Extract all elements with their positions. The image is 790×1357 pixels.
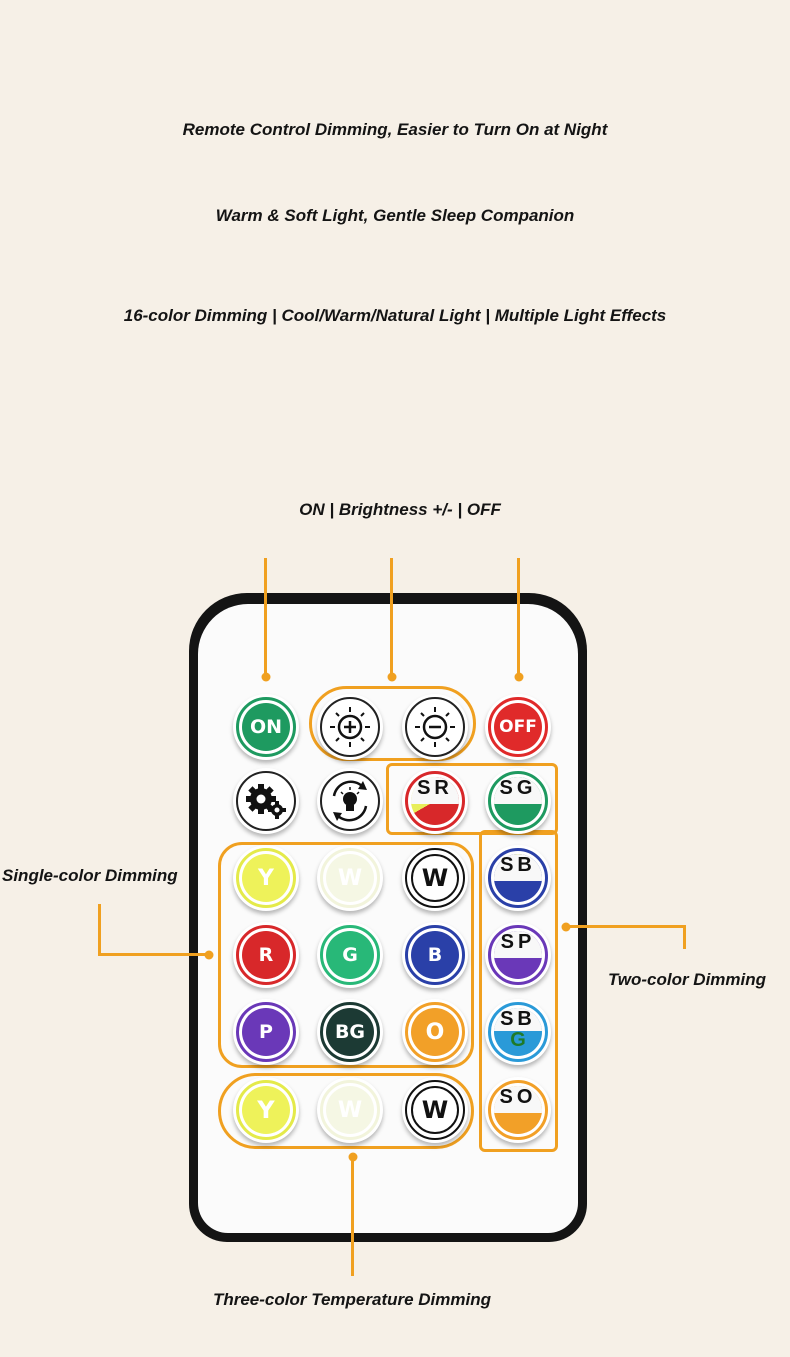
red-label: R (258, 944, 274, 966)
two-color-sp-label: SP (500, 931, 536, 953)
two-color-sbg-label: SB (500, 1008, 536, 1030)
mode-cycle-button[interactable] (317, 768, 383, 834)
headline-3: 16-color Dimming | Cool/Warm/Natural Lig… (123, 306, 667, 325)
two-color-top-outline (386, 763, 558, 835)
two-color-sr-button[interactable]: SR (402, 768, 468, 834)
callout-line-two-v (683, 925, 686, 949)
callout-dot-brightness (387, 672, 396, 682)
callout-on-brightness-off: ON | Brightness +/- | OFF (299, 500, 501, 519)
two-color-sb-button[interactable]: SB (485, 845, 551, 911)
callout-dot-three (348, 1152, 357, 1162)
two-color-sp-button[interactable]: SP (485, 922, 551, 988)
two-color-sr-label: SR (417, 777, 453, 799)
yellow-button[interactable]: Y (233, 845, 299, 911)
two-color-so-label: SO (499, 1086, 537, 1108)
bulb-cycle-icon (332, 780, 368, 822)
blue-green-label: BG (334, 1021, 366, 1043)
settings-button[interactable] (233, 768, 299, 834)
headline-2: Warm & Soft Light, Gentle Sleep Companio… (215, 206, 575, 225)
brightness-up-button[interactable] (317, 694, 383, 760)
callout-line-single-h (98, 953, 208, 956)
brightness-group-outline (309, 686, 476, 761)
temp-white-button[interactable]: W (402, 1077, 468, 1143)
callout-line-on (264, 558, 267, 678)
single-color-outline (218, 842, 474, 1068)
on-button-label: ON (249, 716, 283, 738)
callout-dot-on (261, 672, 270, 682)
temp-warm-button[interactable]: W (317, 1077, 383, 1143)
two-color-sbg-button[interactable]: SB G (485, 999, 551, 1065)
two-color-sbg-sublabel: G (510, 1029, 526, 1051)
gear-icon (246, 784, 286, 819)
cool-white-button[interactable]: W (402, 845, 468, 911)
brightness-down-button[interactable] (402, 694, 468, 760)
temp-white-label: W (421, 1096, 449, 1124)
brightness-down-icon (415, 707, 455, 747)
two-color-so-button[interactable]: SO (485, 1077, 551, 1143)
green-button[interactable]: G (317, 922, 383, 988)
three-color-outline (218, 1073, 474, 1149)
temp-warm-label: W (337, 1097, 363, 1123)
two-color-sb-label: SB (500, 854, 536, 876)
green-label: G (342, 944, 358, 966)
cool-white-label: W (421, 864, 449, 892)
off-button[interactable]: OFF (485, 694, 551, 760)
orange-button[interactable]: O (402, 999, 468, 1065)
callout-line-off (517, 558, 520, 678)
callout-three-color: Three-color Temperature Dimming (212, 1290, 492, 1309)
callout-dot-two (561, 922, 571, 931)
off-button-label: OFF (499, 717, 537, 737)
yellow-label: Y (258, 865, 274, 891)
callout-dot-off (514, 672, 523, 682)
headline-1: Remote Control Dimming, Easier to Turn O… (182, 120, 608, 139)
two-color-sg-label: SG (499, 777, 537, 799)
callout-line-two-h (566, 925, 686, 928)
blue-button[interactable]: B (402, 922, 468, 988)
purple-button[interactable]: P (233, 999, 299, 1065)
callout-single-color: Single-color Dimming (2, 866, 178, 885)
callout-line-three (351, 1158, 354, 1276)
on-button[interactable]: ON (233, 694, 299, 760)
brightness-up-icon (330, 707, 370, 747)
callout-dot-single (204, 950, 214, 959)
temp-yellow-label: Y (257, 1096, 275, 1124)
callout-two-color: Two-color Dimming (608, 970, 767, 989)
two-color-sg-button[interactable]: SG (485, 768, 551, 834)
blue-green-button[interactable]: BG (317, 999, 383, 1065)
callout-line-brightness (390, 558, 393, 678)
red-button[interactable]: R (233, 922, 299, 988)
orange-label: O (425, 1019, 445, 1045)
purple-label: P (259, 1021, 273, 1043)
temp-yellow-button[interactable]: Y (233, 1077, 299, 1143)
blue-label: B (427, 944, 443, 966)
callout-line-single-v (98, 904, 101, 956)
warm-white-label: W (337, 865, 363, 891)
warm-white-button[interactable]: W (317, 845, 383, 911)
